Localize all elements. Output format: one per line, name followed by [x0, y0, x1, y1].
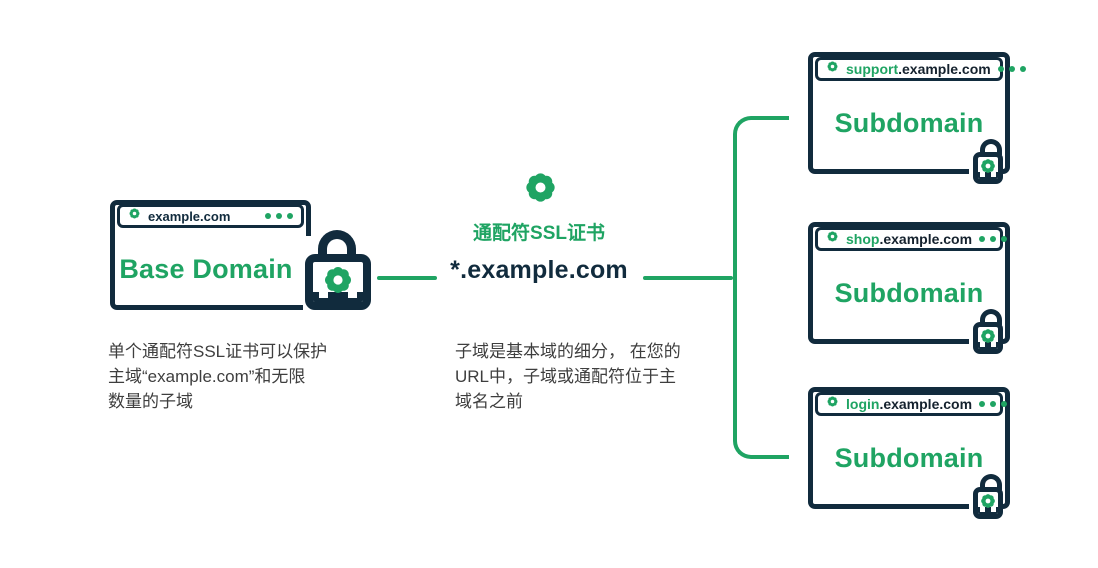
padlock-icon	[969, 309, 1009, 361]
address-bar: example.com	[117, 204, 304, 228]
ellipsis-dots-icon	[265, 213, 293, 219]
padlock-icon	[969, 139, 1009, 191]
gear-badge-icon	[826, 395, 839, 413]
connector-line-left	[377, 276, 437, 280]
domain-suffix: .example.com	[898, 61, 991, 77]
gear-badge-icon	[979, 492, 997, 510]
base-domain-caption: 单个通配符SSL证书可以保护 主域“example.com”和无限 数量的子域	[108, 342, 328, 411]
wildcard-domain-text: *.example.com	[450, 256, 628, 284]
subdomain-window-support: support.example.com Subdomain	[808, 52, 1026, 191]
address-bar: login.example.com	[815, 392, 1008, 416]
domain-suffix: .example.com	[879, 396, 973, 412]
padlock-body	[305, 254, 371, 310]
address-bar: shop.example.com	[815, 227, 1008, 251]
gear-badge-icon	[321, 263, 355, 297]
subdomain-prefix: shop	[846, 231, 880, 247]
gear-badge-icon	[826, 60, 839, 78]
padlock-icon	[303, 230, 375, 318]
padlock-icon	[969, 474, 1009, 526]
gear-badge-icon	[979, 157, 997, 175]
base-domain-label: Base Domain	[119, 254, 293, 284]
address-text: shop.example.com	[846, 231, 972, 247]
padlock-shackle	[980, 474, 1002, 490]
subdomain-prefix: support	[846, 61, 899, 77]
padlock-body	[973, 152, 1003, 184]
subdomain-window-shop: shop.example.com Subdomain	[808, 222, 1010, 361]
base-domain-window: example.com Base Domain	[110, 200, 373, 318]
connector-branch	[733, 116, 789, 459]
padlock-shackle	[980, 309, 1002, 325]
domain-suffix: .example.com	[879, 231, 973, 247]
ellipsis-dots-icon	[979, 236, 1008, 242]
padlock-shackle	[318, 230, 356, 258]
wildcard-ssl-title: 通配符SSL证书	[473, 223, 605, 244]
padlock-shackle	[980, 139, 1002, 155]
ellipsis-dots-icon	[997, 66, 1026, 72]
connector-line-right	[643, 276, 733, 280]
padlock-body	[973, 322, 1003, 354]
ellipsis-dots-icon	[979, 401, 1008, 407]
address-text: example.com	[148, 208, 231, 224]
subdomain-window-login: login.example.com Subdomain	[808, 387, 1010, 526]
address-text: login.example.com	[846, 396, 972, 412]
gear-badge-icon	[128, 207, 141, 225]
subdomain-label: Subdomain	[834, 278, 984, 308]
subdomain-prefix: login	[846, 396, 880, 412]
wildcard-caption: 子域是基本域的细分， 在您的 URL中，子域或通配符位于主 域名之前	[455, 342, 681, 411]
subdomain-label: Subdomain	[834, 108, 984, 138]
padlock-body	[973, 487, 1003, 519]
gear-badge-icon	[979, 327, 997, 345]
address-text: support.example.com	[846, 61, 991, 77]
address-bar: support.example.com	[815, 57, 1026, 81]
subdomain-label: Subdomain	[834, 443, 984, 473]
gear-badge-icon	[522, 169, 559, 206]
gear-badge-icon	[826, 230, 839, 248]
